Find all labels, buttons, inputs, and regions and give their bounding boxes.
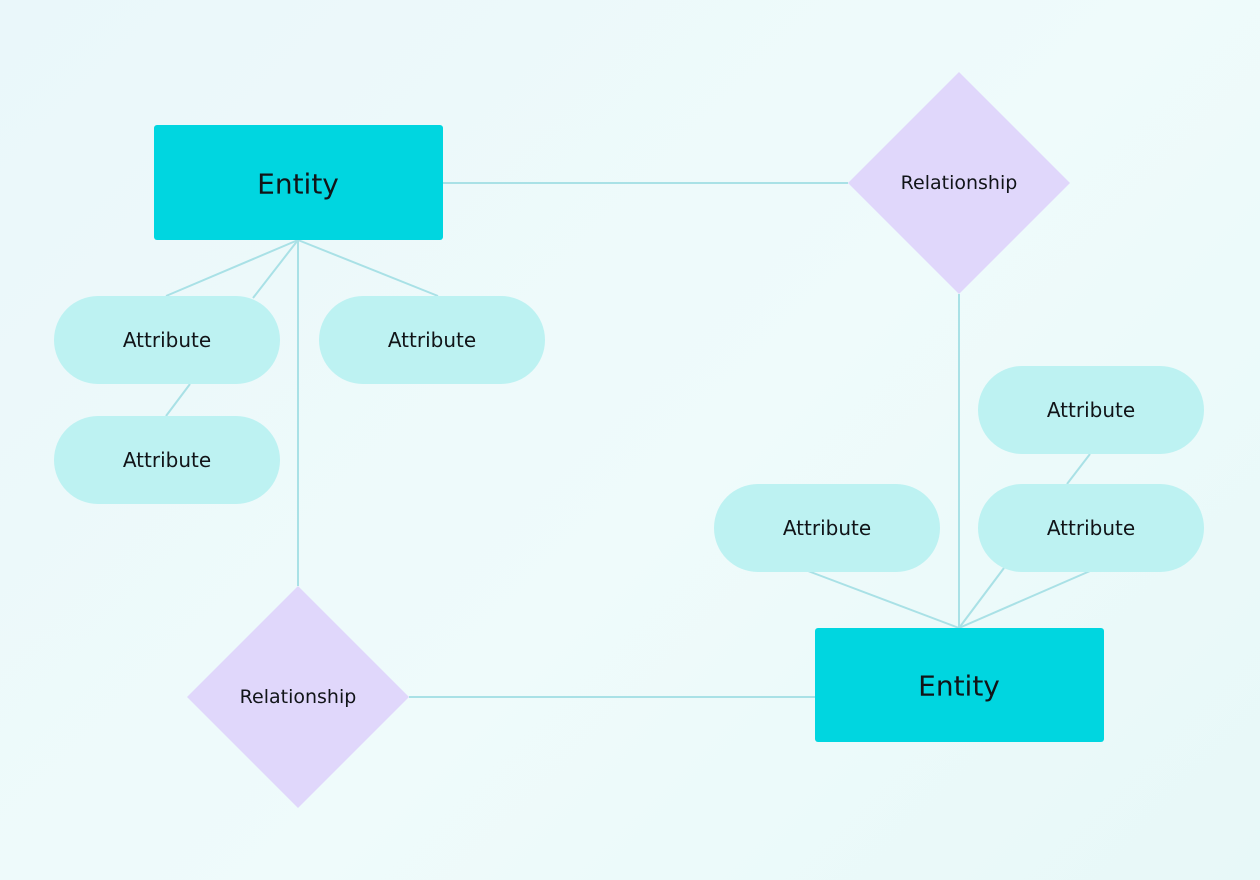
attribute-node[interactable]: Attribute [54, 416, 280, 504]
attribute-node[interactable]: Attribute [978, 366, 1204, 454]
attribute-label: Attribute [1047, 398, 1135, 422]
entity-node[interactable]: Entity [154, 125, 443, 240]
attribute-node[interactable]: Attribute [319, 296, 545, 384]
relationship-label: Relationship [240, 686, 357, 708]
edge-entity-2-attr-4 [807, 570, 960, 629]
attribute-node[interactable]: Attribute [978, 484, 1204, 572]
attribute-pill [978, 366, 1204, 454]
entity-shape [154, 125, 443, 240]
attribute-node[interactable]: Attribute [714, 484, 940, 572]
attribute-pill [54, 296, 280, 384]
relationship-node[interactable]: Relationship [187, 586, 409, 808]
attribute-pill [714, 484, 940, 572]
attribute-node[interactable]: Attribute [54, 296, 280, 384]
edge-entity-1-attr-2 [252, 239, 299, 299]
attribute-label: Attribute [1047, 516, 1135, 540]
connectors [165, 182, 1091, 698]
attribute-pill [978, 484, 1204, 572]
relationship-label: Relationship [901, 172, 1018, 194]
edge-attr-5-attr-6 [1066, 453, 1091, 485]
entity-node[interactable]: Entity [815, 628, 1104, 742]
attribute-pill [319, 296, 545, 384]
attribute-pill [54, 416, 280, 504]
relationship-diamond [848, 72, 1070, 294]
relationship-diamond [187, 586, 409, 808]
attribute-label: Attribute [388, 328, 476, 352]
entity-shape [815, 628, 1104, 742]
entity-label: Entity [257, 168, 339, 201]
edge-entity-2-attr-5-a [958, 567, 1005, 629]
edge-entity-1-attr-3 [297, 239, 439, 297]
entity-label: Entity [918, 670, 1000, 703]
edge-attr-1-attr-2 [165, 383, 191, 417]
edge-entity-2-attr-5-b [958, 570, 1091, 629]
attribute-label: Attribute [123, 328, 211, 352]
edge-entity-1-attr-1 [165, 239, 299, 297]
relationship-node[interactable]: Relationship [848, 72, 1070, 294]
attribute-label: Attribute [123, 448, 211, 472]
attribute-label: Attribute [783, 516, 871, 540]
